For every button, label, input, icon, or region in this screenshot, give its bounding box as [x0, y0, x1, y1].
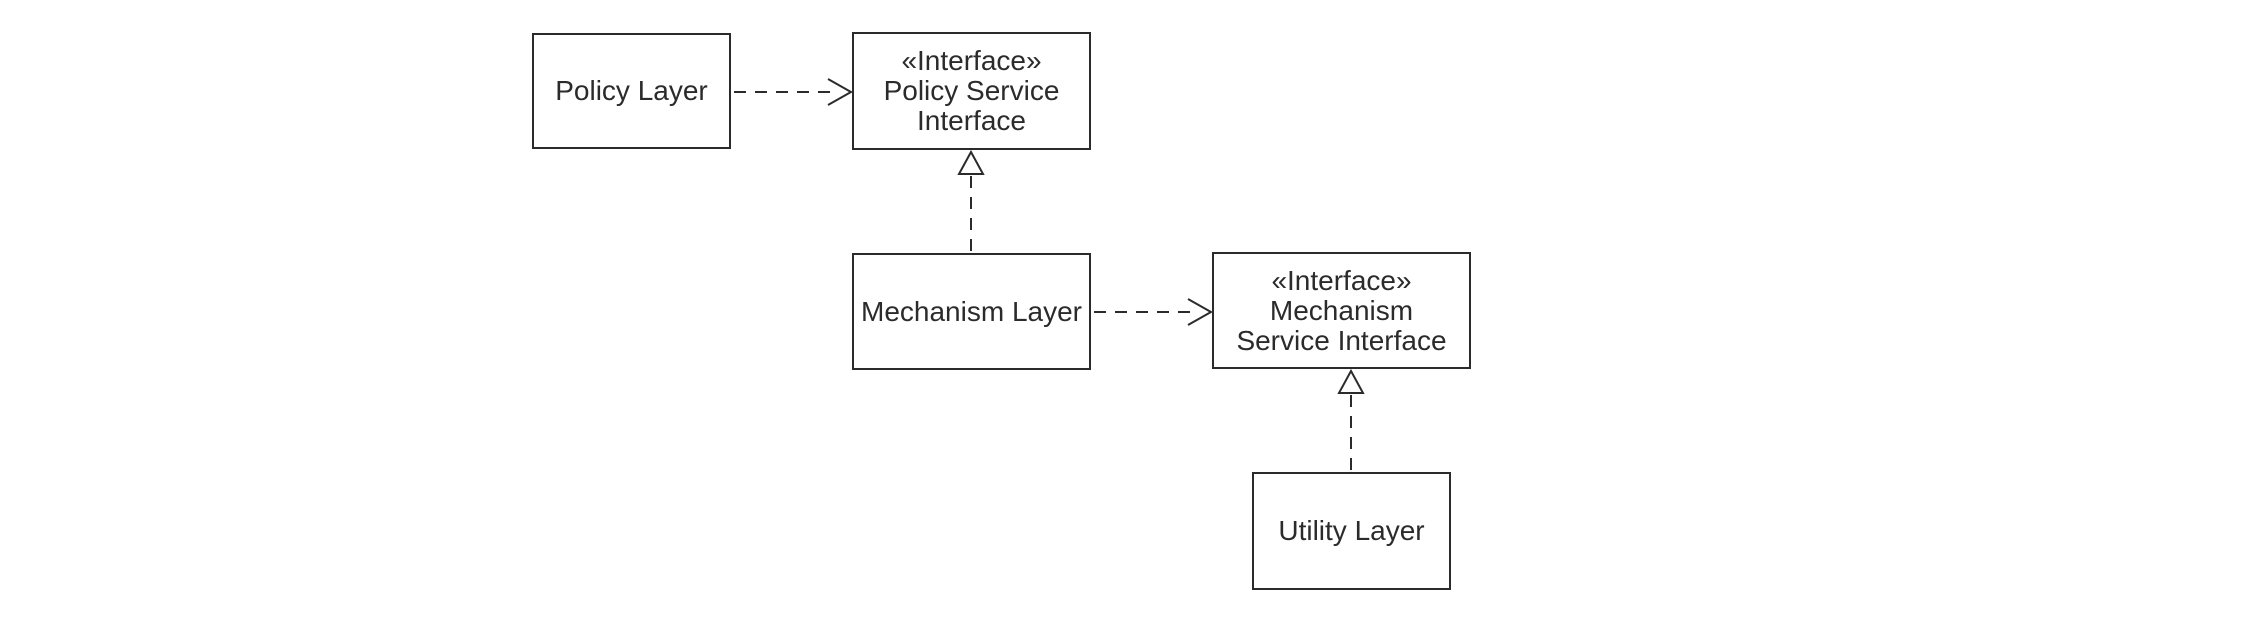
node-policy-layer: Policy Layer	[532, 33, 731, 149]
edge-dependency-mechanism-to-mechanism-service-interface	[1094, 298, 1214, 326]
node-policy-layer-label: Policy Layer	[555, 75, 708, 106]
node-utility-layer: Utility Layer	[1252, 472, 1451, 590]
node-mechanism-layer-label: Mechanism Layer	[861, 295, 1082, 327]
node-mechanism-layer: Mechanism Layer	[852, 253, 1091, 370]
node-mechanism-service-interface-stereotype: «Interface»	[1271, 264, 1412, 296]
node-policy-service-interface: «Interface» Policy Service Interface	[852, 32, 1091, 150]
node-policy-service-interface-stereotype: «Interface»	[901, 45, 1042, 76]
edge-realization-mechanism-to-policy-service-interface	[957, 149, 985, 252]
node-policy-service-interface-name-line2: Interface	[917, 105, 1026, 136]
node-policy-service-interface-name-line1: Policy Service	[883, 75, 1060, 106]
edge-realization-utility-to-mechanism-service-interface	[1337, 368, 1365, 471]
node-utility-layer-label: Utility Layer	[1278, 515, 1425, 546]
node-mechanism-service-interface-name-line2: Service Interface	[1236, 324, 1447, 356]
node-mechanism-service-interface: «Interface» Mechanism Service Interface	[1212, 252, 1471, 369]
node-mechanism-service-interface-name-line1: Mechanism	[1269, 294, 1414, 326]
edge-dependency-policy-to-policy-service-interface	[734, 78, 854, 106]
